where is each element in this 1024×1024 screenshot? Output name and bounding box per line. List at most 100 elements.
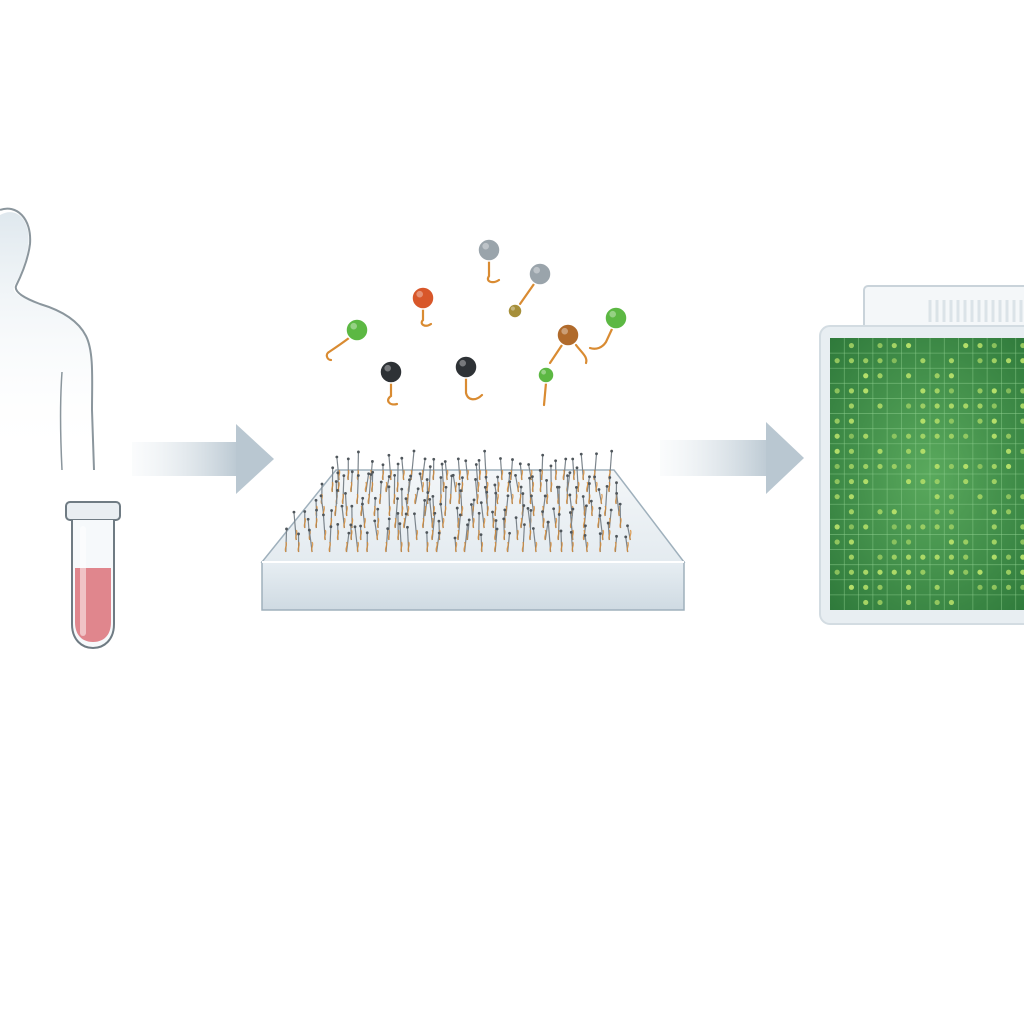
probe <box>496 475 500 493</box>
probe <box>569 530 574 553</box>
molecule <box>518 262 552 306</box>
fluorescent-spot <box>877 358 883 364</box>
probe <box>506 531 511 553</box>
fluorescent-spot <box>934 599 940 606</box>
fluorescent-spot <box>1005 358 1012 364</box>
fluorescent-spot <box>905 463 912 470</box>
fluorescent-spot <box>905 448 912 454</box>
probe <box>571 457 576 481</box>
fluorescent-spot <box>848 342 855 349</box>
fluorescent-spot <box>863 584 869 590</box>
fluorescent-spot <box>848 494 855 500</box>
probe <box>284 527 288 553</box>
probe <box>303 510 307 529</box>
patient-silhouette-icon <box>0 207 95 471</box>
fluorescent-spot <box>848 539 855 545</box>
probe <box>502 517 506 541</box>
fluorescent-spot <box>934 554 940 560</box>
probe <box>334 488 339 517</box>
fluorescent-spot <box>991 478 997 485</box>
fluorescent-spot <box>991 524 997 530</box>
molecule-tail <box>518 282 536 306</box>
molecule-head <box>528 262 552 286</box>
blood-sample-tube-icon <box>65 501 121 650</box>
probe <box>466 518 471 541</box>
fluorescent-spot <box>848 509 855 515</box>
fluorescent-spot <box>948 524 955 530</box>
probe-array <box>284 449 632 553</box>
probe <box>541 510 545 529</box>
probe <box>427 465 432 493</box>
probe <box>367 473 373 505</box>
probe <box>598 532 602 553</box>
fluorescent-spot <box>963 433 969 439</box>
probe <box>546 520 552 553</box>
fluorescent-spot <box>848 554 855 560</box>
probe <box>356 474 360 505</box>
fluorescent-spot <box>963 342 969 349</box>
probe <box>540 453 545 481</box>
probe <box>297 532 300 553</box>
scan-grid <box>830 338 1024 610</box>
fluorescent-spot <box>848 569 855 575</box>
fluorescent-spot <box>1005 494 1012 500</box>
probe <box>508 480 514 505</box>
fluorescent-spot <box>891 509 897 515</box>
fluorescent-spot <box>834 463 840 470</box>
probe <box>477 511 481 541</box>
probe <box>528 508 533 541</box>
fluorescent-spot <box>1020 554 1024 560</box>
probe <box>361 502 367 529</box>
probe <box>378 480 383 505</box>
probe <box>360 496 365 517</box>
fluorescent-scan-readout-icon <box>819 285 1024 625</box>
fluorescent-spot <box>934 403 940 409</box>
probe <box>341 474 346 505</box>
fluorescent-spot <box>1005 433 1012 439</box>
fluorescent-spot <box>934 494 940 500</box>
fluorescent-spot <box>991 584 997 590</box>
probe <box>552 507 558 529</box>
probe <box>456 457 462 481</box>
probe <box>398 522 403 553</box>
fluorescent-spot <box>905 539 912 545</box>
probe <box>504 494 510 517</box>
fluorescent-spot <box>934 433 940 439</box>
fluorescent-spot <box>834 569 840 575</box>
fluorescent-spot <box>1005 554 1012 560</box>
probe <box>463 523 469 553</box>
fluorescent-spot <box>948 433 955 439</box>
probe <box>345 531 351 553</box>
target-molecules <box>325 238 628 407</box>
probe <box>493 527 499 553</box>
fluorescent-spot <box>905 373 912 379</box>
fluorescent-spot <box>991 554 997 560</box>
probe <box>453 536 458 553</box>
probe <box>477 458 482 481</box>
fluorescent-spot <box>1005 448 1012 454</box>
probe <box>514 473 520 493</box>
fluorescent-spot <box>977 569 983 575</box>
probe <box>581 495 586 517</box>
fluorescent-spot <box>934 418 940 424</box>
fluorescent-spot <box>905 524 912 530</box>
fluorescent-spot <box>934 463 940 470</box>
probe <box>396 512 400 541</box>
fluorescent-spot <box>891 342 897 349</box>
probe <box>499 457 504 481</box>
probe <box>549 464 553 493</box>
probe <box>331 466 335 493</box>
molecule-head <box>379 360 403 384</box>
probe <box>402 512 408 529</box>
fluorescent-spot <box>834 539 840 545</box>
fluorescent-spot <box>977 418 983 424</box>
molecule-head <box>454 355 478 379</box>
probe <box>464 459 470 481</box>
fluorescent-spot <box>991 418 997 424</box>
fluorescent-spot <box>877 584 883 590</box>
fluorescent-spot <box>963 569 969 575</box>
molecule <box>548 323 588 365</box>
probe <box>385 475 391 493</box>
probe <box>315 508 318 529</box>
fluorescent-spot <box>977 342 983 349</box>
